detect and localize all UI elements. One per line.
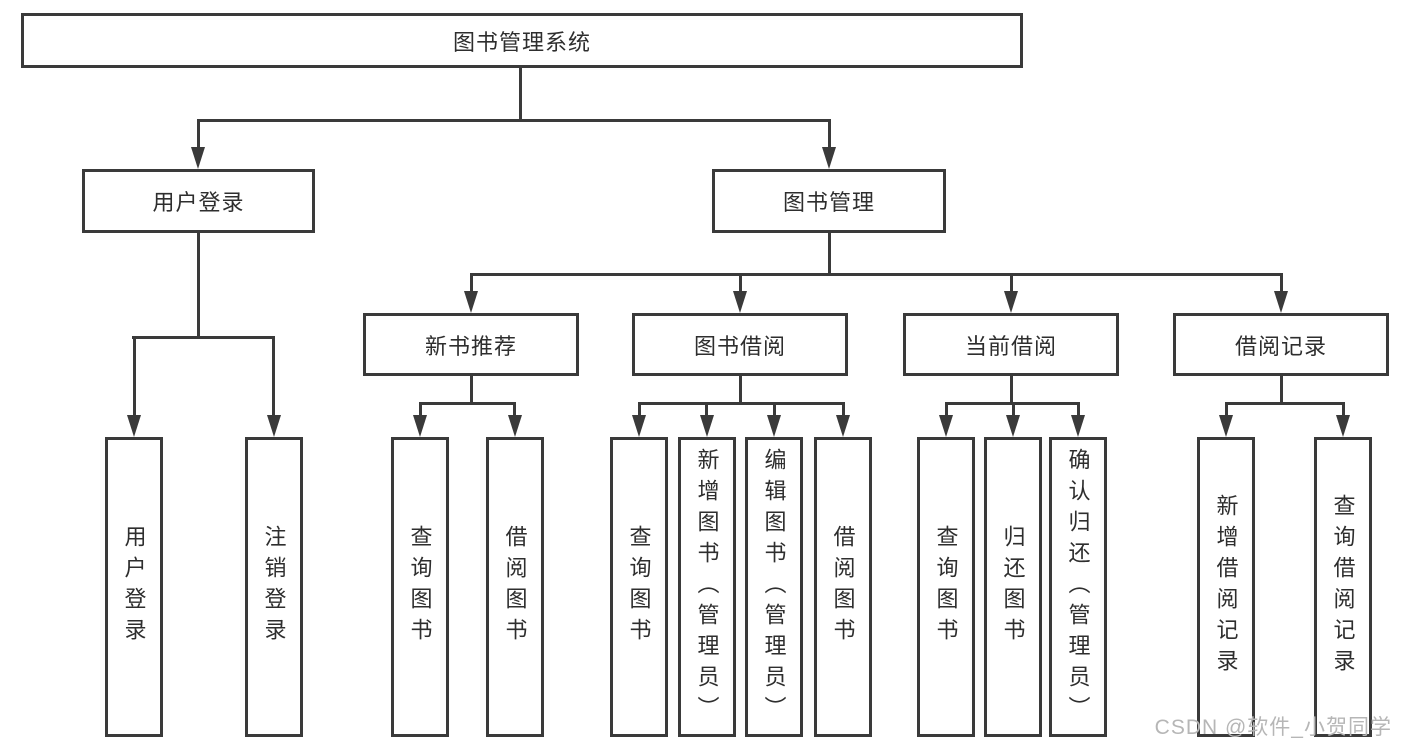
leaf-query-borrow-record: 查询借阅记录 [1314,437,1372,737]
connector-line [739,376,742,402]
connector-line [842,402,845,416]
leaf-confirm-return-admin: 确认归还（管理员） [1049,437,1107,737]
node-label: 当前借阅 [964,333,1057,359]
connector-line [1225,402,1344,405]
connector-line [197,119,831,122]
leaf-return-books: 归还图书 [984,437,1042,737]
leaf-query-books: 查询图书 [391,437,449,737]
connector-line [1010,376,1013,402]
node-label: 用户登录 [152,190,245,215]
leaf-label: 借阅图书 [830,525,856,649]
connector-arrowhead-icon [267,415,281,437]
leaf-label: 注销登录 [261,525,287,649]
leaf-label: 用户登录 [121,525,147,649]
connector-line [519,68,522,119]
leaf-label: 新增借阅记录 [1213,494,1239,680]
connector-arrowhead-icon [700,415,714,437]
connector-line [1077,402,1080,416]
connector-arrowhead-icon [1006,415,1020,437]
connector-arrowhead-icon [1336,415,1350,437]
connector-arrowhead-icon [127,415,141,437]
connector-line [1225,402,1228,416]
leaf-label: 查询图书 [626,525,652,649]
leaf-user-login: 用户登录 [105,437,163,737]
connector-line [470,273,1283,276]
leaf-add-borrow-record: 新增借阅记录 [1197,437,1255,737]
connector-arrowhead-icon [1004,291,1018,313]
connector-arrowhead-icon [508,415,522,437]
connector-line [197,119,200,151]
node-label: 借阅记录 [1234,333,1327,359]
connector-line [828,119,831,151]
connector-arrowhead-icon [733,291,747,313]
connector-arrowhead-icon [1274,291,1288,313]
connector-line [638,402,844,405]
node-new-book-recommendation: 新书推荐 [363,313,579,376]
connector-line [1012,402,1015,416]
connector-arrowhead-icon [632,415,646,437]
connector-line [1280,273,1283,293]
leaf-add-books-admin: 新增图书（管理员） [678,437,736,737]
connector-line [470,376,473,402]
leaf-borrow-books: 借阅图书 [814,437,872,737]
connector-line [1010,273,1013,293]
connector-line [470,273,473,293]
connector-arrowhead-icon [939,415,953,437]
leaf-label: 确认归还（管理员） [1065,447,1091,727]
leaf-label: 借阅图书 [502,525,528,649]
connector-line [419,402,516,405]
leaf-logout: 注销登录 [245,437,303,737]
connector-line [272,336,275,416]
leaf-label: 归还图书 [1000,525,1026,649]
node-label: 图书借阅 [693,333,786,359]
leaf-label: 查询借阅记录 [1330,494,1356,680]
leaf-query-books: 查询图书 [610,437,668,737]
connector-line [1280,376,1283,402]
connector-arrowhead-icon [767,415,781,437]
connector-line [1342,402,1345,416]
node-borrowing-records: 借阅记录 [1173,313,1389,376]
connector-arrowhead-icon [836,415,850,437]
connector-arrowhead-icon [822,147,836,169]
leaf-label: 查询图书 [933,525,959,649]
csdn-watermark: CSDN @软件_小贺同学 [1154,716,1392,739]
connector-line [773,402,776,416]
connector-line [197,233,200,336]
node-library-management-system: 图书管理系统 [21,13,1023,68]
connector-arrowhead-icon [1219,415,1233,437]
node-user-login: 用户登录 [82,169,315,233]
connector-line [739,273,742,293]
leaf-query-books: 查询图书 [917,437,975,737]
connector-arrowhead-icon [1071,415,1085,437]
leaf-label: 编辑图书（管理员） [761,447,787,727]
connector-line [638,402,641,416]
connector-line [705,402,708,416]
node-label: 图书管理系统 [452,29,591,55]
node-book-borrowing: 图书借阅 [632,313,848,376]
node-label: 新书推荐 [424,333,517,359]
connector-line [513,402,516,416]
node-label: 图书管理 [782,190,875,215]
node-current-borrowing: 当前借阅 [903,313,1119,376]
connector-line [133,336,136,416]
connector-line [828,233,831,273]
connector-line [945,402,948,416]
connector-line [132,336,275,339]
connector-line [419,402,422,416]
connector-arrowhead-icon [191,147,205,169]
leaf-label: 新增图书（管理员） [694,447,720,727]
node-book-management: 图书管理 [712,169,946,233]
connector-arrowhead-icon [464,291,478,313]
leaf-borrow-books: 借阅图书 [486,437,544,737]
leaf-label: 查询图书 [407,525,433,649]
leaf-edit-books-admin: 编辑图书（管理员） [745,437,803,737]
connector-arrowhead-icon [413,415,427,437]
